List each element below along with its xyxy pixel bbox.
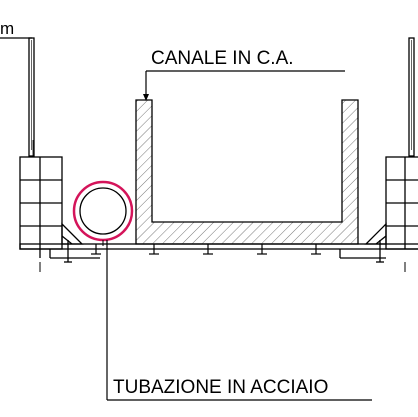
right-post bbox=[408, 37, 415, 157]
concrete-canal bbox=[135, 99, 359, 245]
left-post bbox=[28, 37, 35, 157]
base-plate bbox=[19, 243, 418, 259]
canal-leader-arrow bbox=[143, 94, 149, 101]
pipe-label: TUBAZIONE IN ACCIAIO bbox=[113, 377, 328, 398]
canal-label: CANALE IN C.A. bbox=[151, 48, 294, 69]
top-left-partial-label: m bbox=[0, 19, 14, 38]
right-support-structure bbox=[364, 37, 418, 263]
right-bracket bbox=[364, 222, 387, 245]
left-support-structure bbox=[19, 37, 84, 263]
steel-pipe-inner bbox=[79, 187, 127, 235]
canal-anchors bbox=[91, 244, 321, 255]
steel-pipe-outer bbox=[72, 180, 134, 242]
